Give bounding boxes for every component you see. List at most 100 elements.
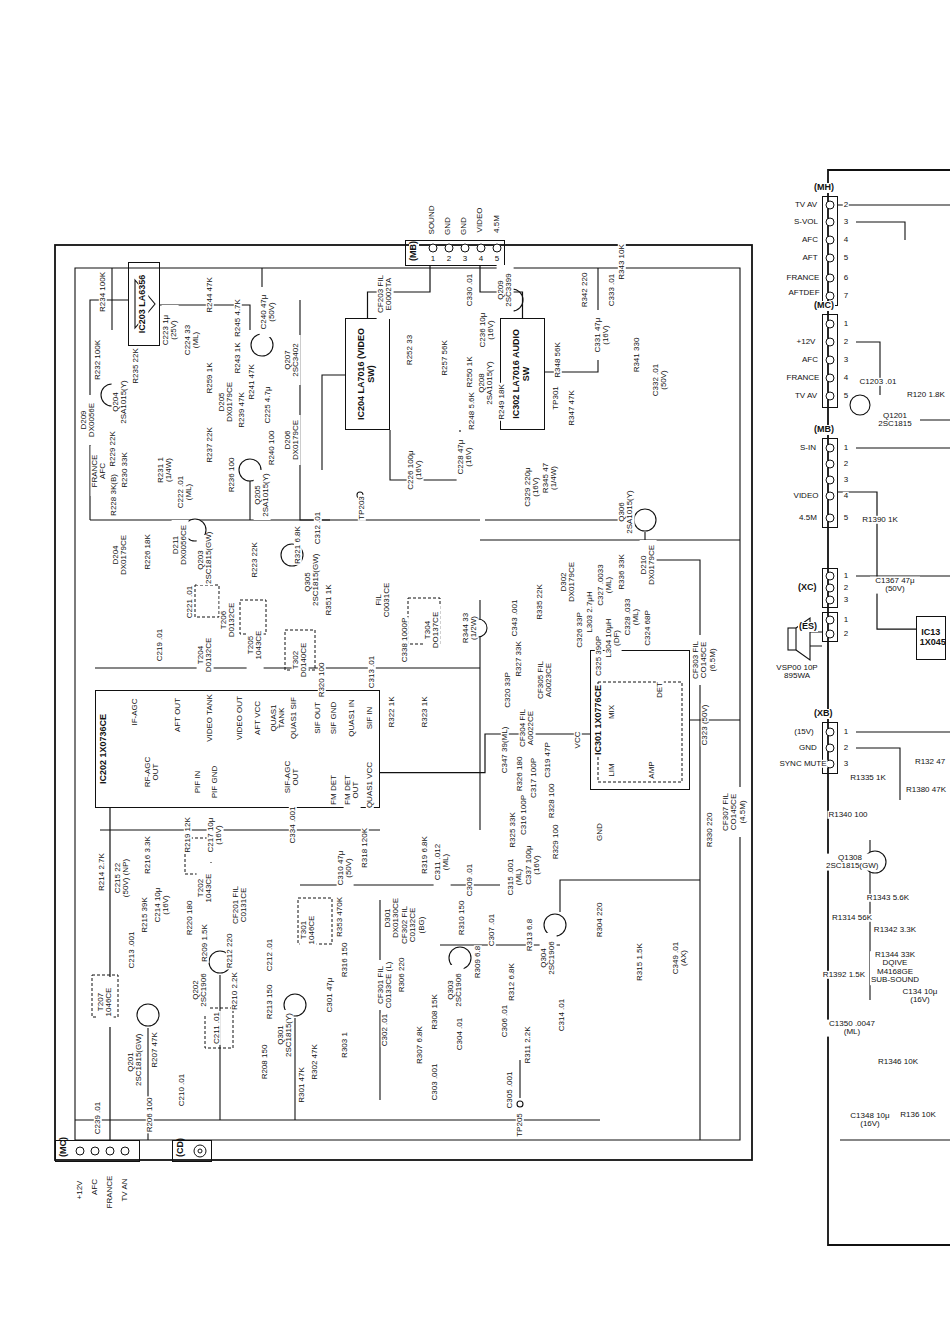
text-wrap: (CD) — [176, 1144, 186, 1158]
part-label: R328 100 — [548, 783, 556, 820]
part-label: 5 — [843, 254, 849, 262]
part-label: FM DET — [330, 774, 338, 806]
wire — [111, 268, 112, 330]
part-label: R208 150 — [261, 1044, 269, 1081]
text-wrap: IC203 LA6356 — [139, 273, 149, 334]
part-label: SIF IN — [366, 706, 374, 731]
node-label: 1X045 — [919, 638, 943, 648]
part-label: R209 1.5K — [201, 923, 209, 963]
part-label: T204 D0132CE — [197, 630, 214, 680]
node-label: (ES) — [798, 622, 818, 632]
part-label: Q203 2SC1815(GW) — [197, 535, 214, 585]
part-label: C240 47μ (50V) — [260, 287, 277, 337]
part-label: R244 47K — [206, 276, 214, 314]
pin — [826, 356, 834, 364]
part-label: R216 3.3K — [144, 835, 152, 875]
part-label: R213 150 — [266, 984, 274, 1021]
part-label: C239 .01 — [94, 1101, 102, 1135]
part-label: C213 .001 — [128, 931, 136, 970]
part-label: R243 1K — [234, 341, 242, 374]
coax-jack — [198, 1149, 202, 1153]
part-label: R303 1 — [341, 1031, 349, 1059]
part-label: Q305 2SC1815(GW) — [304, 557, 321, 607]
part-label: C327 .0033 (ML) — [597, 560, 614, 610]
part-label: C314 .01 — [558, 998, 566, 1032]
part-label: R235 22K — [132, 347, 140, 385]
pin — [445, 244, 453, 252]
part-label: R237 22K — [206, 426, 214, 464]
part-label: QUAS1 SIF — [290, 696, 298, 740]
part-label: C228 47μ (16V) — [457, 432, 474, 482]
part-label: TV AV — [794, 201, 818, 209]
node-label: IC13 — [919, 628, 943, 638]
connector-block: (MB) — [405, 240, 505, 266]
part-label: D211 DX0056CE — [172, 520, 189, 570]
part-label: R1342 3.3K — [873, 926, 917, 934]
part-label: SIF GND — [330, 701, 338, 735]
part-label: R327 33K — [515, 640, 523, 678]
ic-box: IC302 LA7016 AUDIO SW — [500, 318, 545, 430]
part-label: R312 6.8K — [508, 962, 516, 1002]
part-label: R344 33 (1/2W) — [462, 603, 479, 653]
pin — [826, 728, 834, 736]
pin — [826, 514, 834, 522]
part-label: GND — [798, 744, 818, 752]
part-label: 2 — [843, 460, 849, 468]
part-label: Q208 2SA1015(Y) — [478, 358, 495, 408]
part-label: Q1308 2SC1815(GW) — [825, 854, 875, 871]
part-label: S-IN — [799, 444, 817, 452]
coax-jack — [194, 1145, 206, 1157]
part-label: R206 100 — [146, 1097, 154, 1134]
part-label: 3 — [843, 760, 849, 768]
node-label: (MB) — [409, 244, 419, 262]
part-label: SIF-AGC OUT — [284, 752, 301, 802]
part-label: C313 .01 — [368, 655, 376, 689]
part-label: C315 .001 (ML) — [507, 852, 524, 902]
wire — [294, 1018, 295, 1120]
part-label: 5 — [843, 514, 849, 522]
part-label: C309 .01 — [466, 863, 474, 897]
part-label: (15V) — [793, 728, 815, 736]
part-label: R248 5.6K — [468, 391, 476, 431]
part-label: C316 100P — [520, 794, 528, 836]
right-board — [788, 170, 950, 1245]
wire — [560, 880, 700, 912]
node-label: IC202 1X0736CE — [99, 713, 109, 785]
connector-block: (ES) — [822, 612, 838, 642]
node-label: IC302 LA7016 AUDIO SW — [512, 322, 532, 426]
part-label: Q301 2SC1815(Y) — [277, 1010, 294, 1060]
part-label: AFTDEF — [787, 289, 820, 297]
part-label: CF307 FIL CO145CE (4.5M) — [722, 787, 747, 837]
part-label: C320 33P — [504, 671, 512, 709]
text-wrap: (MC) — [59, 1144, 69, 1158]
pin — [826, 320, 834, 328]
part-label: C226 100μ (16V) — [407, 445, 424, 495]
part-label: D209 DX0056E — [80, 395, 97, 445]
part-label: TV AV — [794, 392, 818, 400]
part-label: R1343 5.6K — [866, 894, 910, 902]
part-label: FRANCE — [786, 374, 821, 382]
part-label: C302 .01 — [381, 1013, 389, 1047]
wiring — [55, 245, 752, 1160]
wire — [100, 829, 380, 830]
text-wrap: (ES) — [798, 622, 818, 632]
text-wrap: IC202 1X0736CE — [99, 713, 109, 785]
part-label: R348 56K — [554, 341, 562, 379]
part-label: Q201 2SC1815(GW) — [127, 1037, 144, 1087]
part-label: 1 — [430, 255, 436, 263]
part-label: C221 .01 — [186, 585, 194, 619]
part-label: SOUND — [428, 205, 436, 236]
part-label: R313 6.8 — [526, 918, 534, 952]
ground-rail — [75, 268, 740, 1140]
text-wrap: (MB) — [813, 425, 835, 435]
part-label: 4.5M — [798, 514, 818, 522]
part-label: FRANCE — [786, 274, 821, 282]
wire — [95, 667, 480, 668]
part-label: R234 100K — [99, 271, 107, 313]
part-label: Q303 2SC1906 — [447, 965, 464, 1015]
test-point — [517, 1101, 523, 1107]
ic-box: IC203 LA6356 — [128, 262, 160, 346]
part-label: C212 .01 — [266, 938, 274, 972]
part-label: AMP — [648, 760, 656, 779]
part-label: +12V — [796, 338, 817, 346]
